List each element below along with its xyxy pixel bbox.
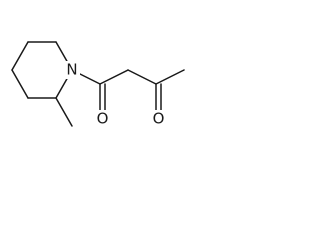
bond-ch2-carbonyl2: [127, 69, 157, 85]
bond-carbonyl2-methyl: [155, 69, 185, 85]
nitrogen-label-bg: [64, 61, 80, 79]
bond-carbonyl1-ch2: [99, 69, 129, 85]
butanedione-chain: [71, 69, 185, 113]
oxygen-ketone-label: O: [153, 110, 165, 128]
oxygen-amide-label-bg: [93, 110, 112, 128]
ring-bond-c3-c4: [11, 69, 29, 99]
nitrogen-label: N: [66, 61, 77, 79]
oxygen-amide-label: O: [97, 110, 109, 128]
oxygen-ketone-label-bg: [149, 110, 168, 128]
atom-label-nitrogen-group: N: [64, 61, 80, 79]
atom-label-oxygen-amide-group: O: [93, 110, 112, 128]
structure-canvas: N O O: [0, 0, 214, 132]
molecule-structure: N O O: [11, 41, 185, 128]
ring-bond-c2-c3: [11, 41, 29, 71]
atom-label-oxygen-ketone-group: O: [149, 110, 168, 128]
methyl-substituent-bond: [55, 97, 73, 127]
piperidine-ring: [11, 41, 73, 99]
